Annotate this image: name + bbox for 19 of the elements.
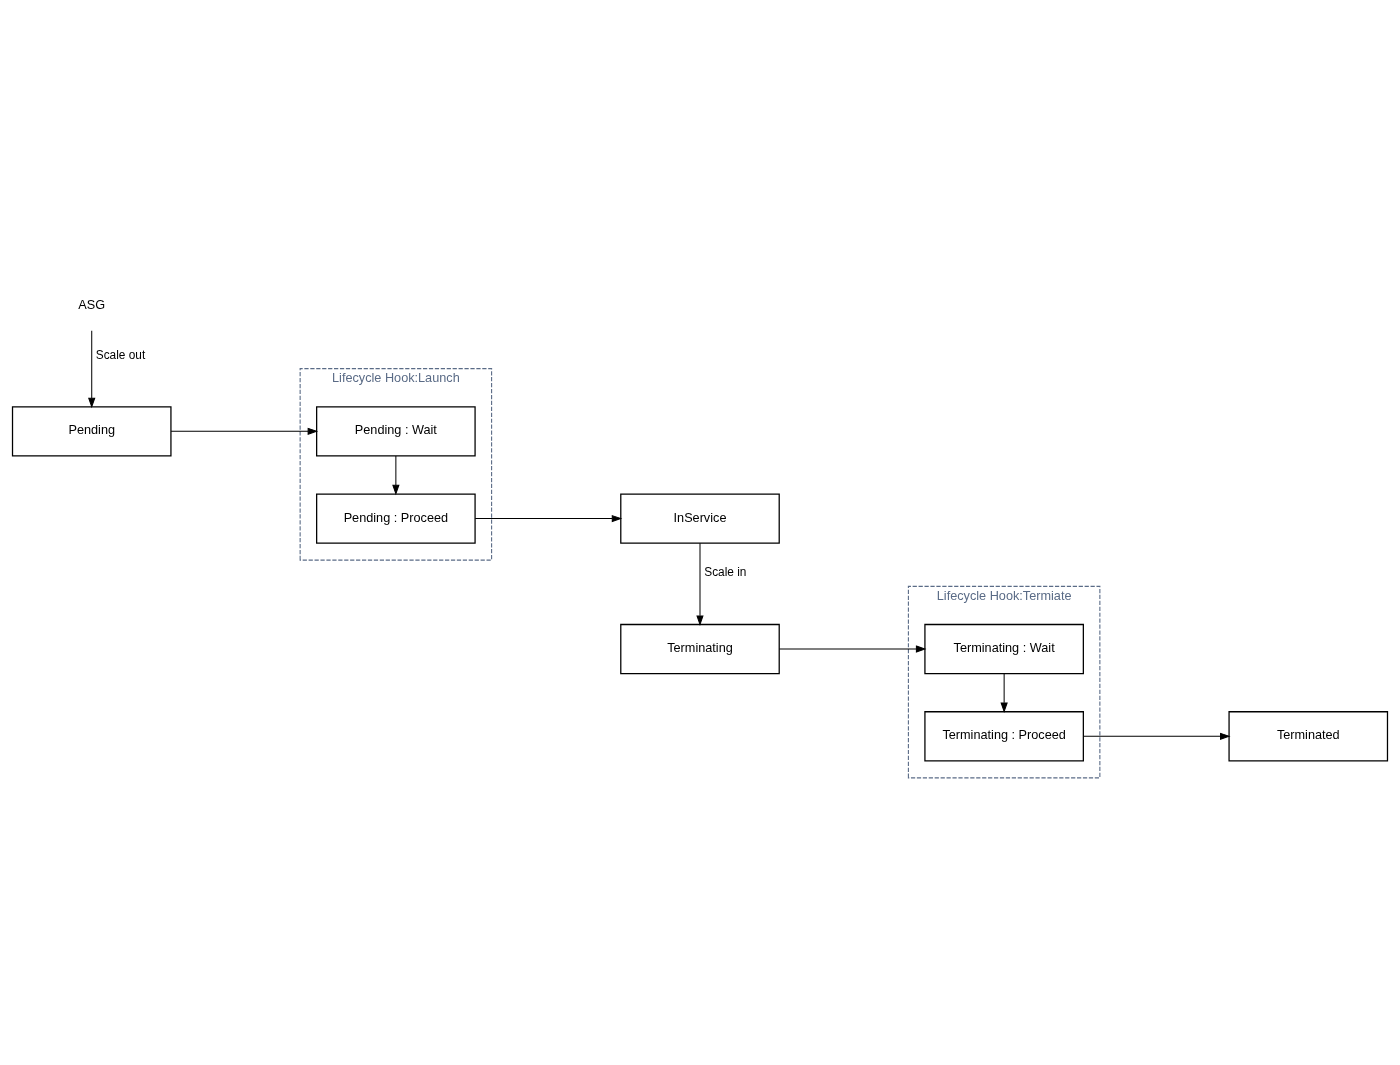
node-box: Pending : Proceed [316, 492, 476, 544]
edge-label: Scale out [95, 347, 146, 362]
node-box: InService [620, 492, 780, 544]
node-box: Terminated [1228, 710, 1389, 762]
node-box: Pending [11, 405, 172, 457]
node-box: Pending : Wait [316, 405, 476, 457]
arrow [1082, 732, 1231, 740]
node-box: Terminating [620, 623, 780, 674]
arrow [88, 329, 96, 408]
arrow [170, 427, 319, 435]
arrow [696, 542, 704, 626]
node-box: Terminating : Wait [924, 623, 1084, 674]
arrow [392, 455, 400, 495]
arrow [1000, 672, 1008, 713]
arrow [474, 514, 623, 522]
arrow [778, 644, 927, 653]
node-box: Terminating : Proceed [924, 710, 1084, 762]
node-text: ASG [78, 297, 106, 312]
edge-label: Scale in [704, 564, 747, 579]
